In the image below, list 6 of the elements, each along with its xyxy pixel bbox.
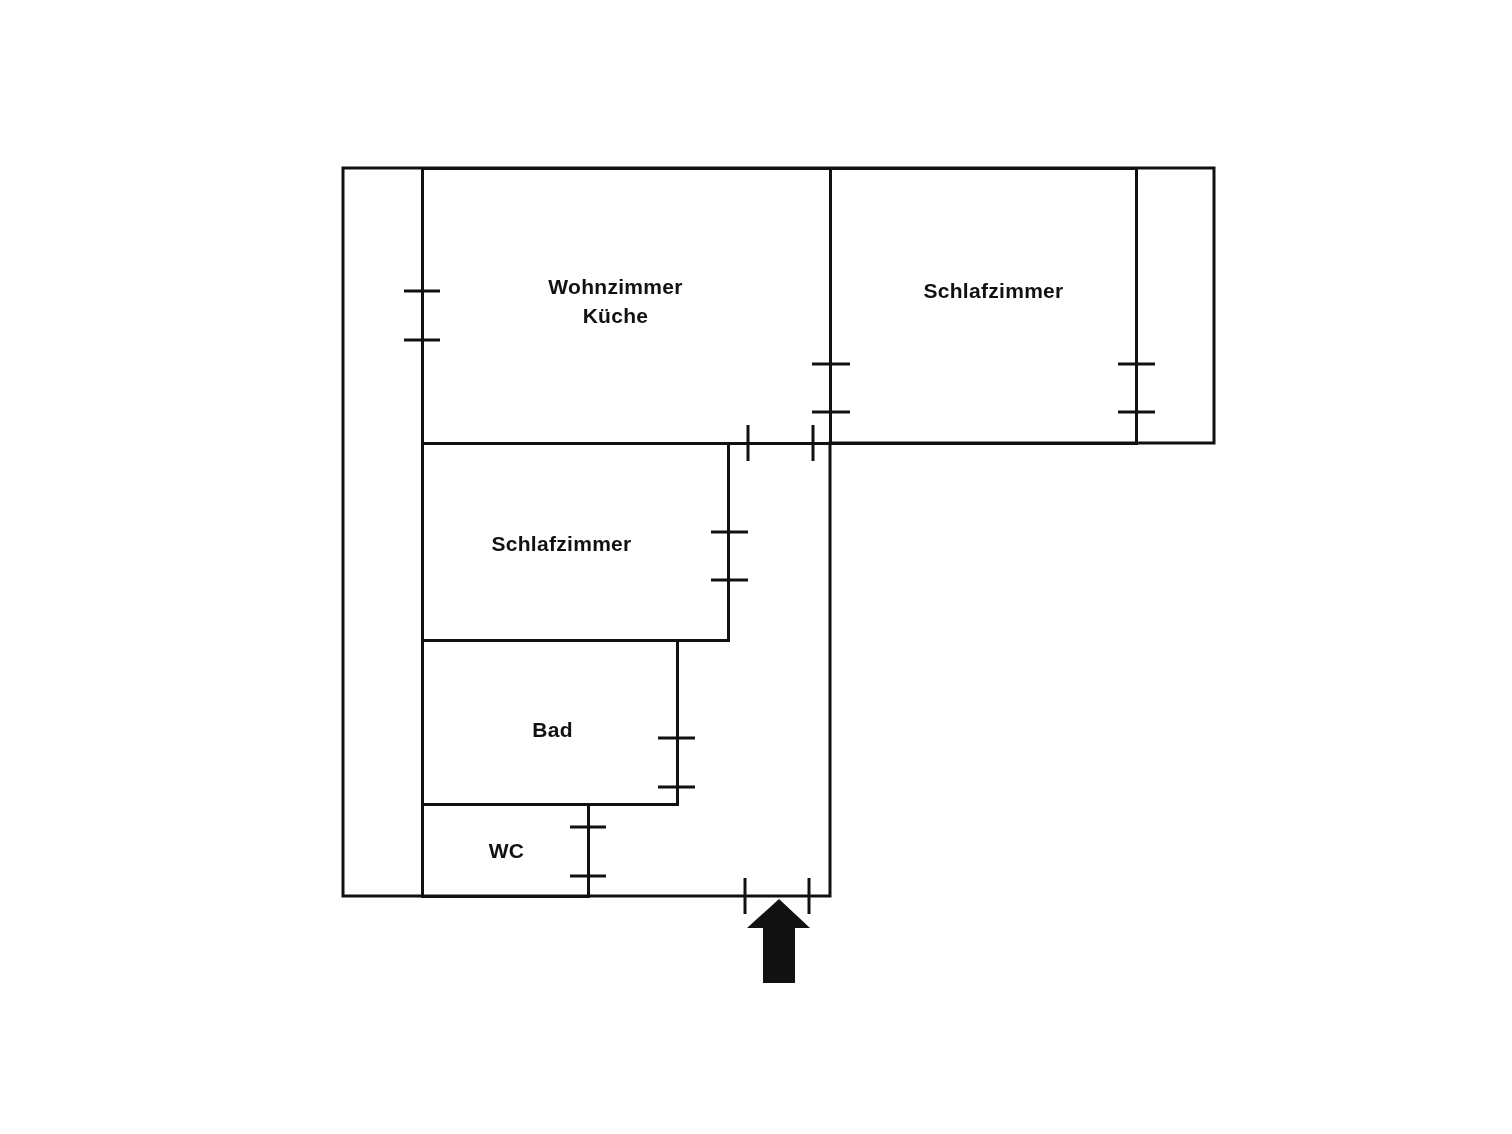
room-label: Schlafzimmer (490, 530, 633, 556)
room-label: Wohnzimmer Küche (547, 273, 684, 329)
room-label: Bad (531, 716, 574, 742)
room-label: WC (487, 837, 526, 863)
room-label: Schlafzimmer (922, 277, 1065, 303)
room-outline (420, 166, 832, 445)
